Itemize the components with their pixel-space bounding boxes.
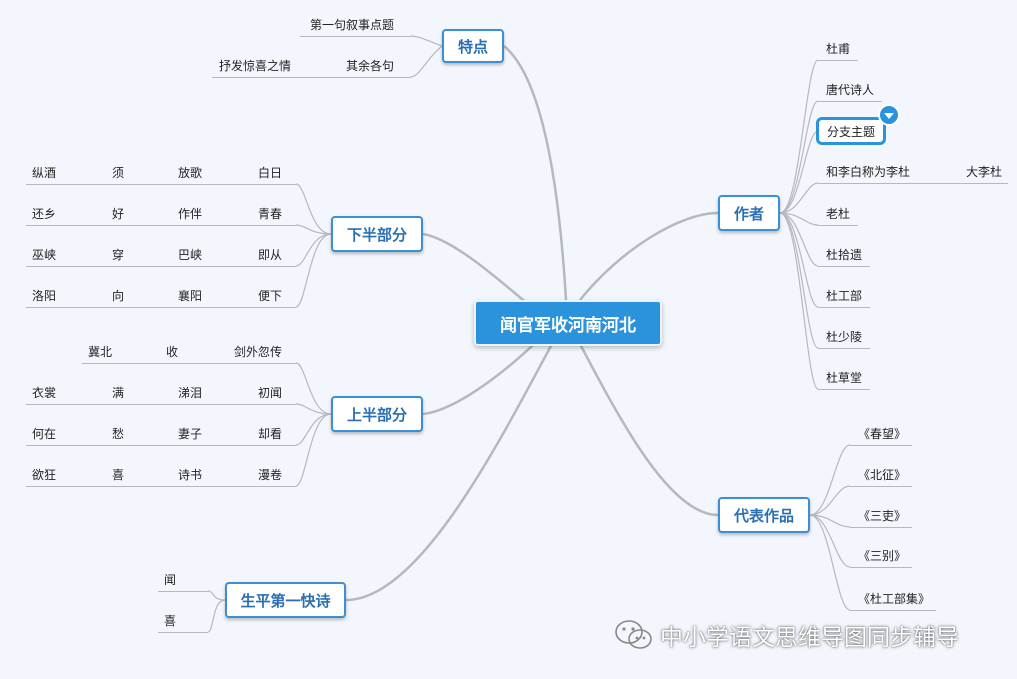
link-daibiao-4 xyxy=(809,514,851,611)
link-zuozhe-2 xyxy=(779,130,819,214)
leaf-xia-0-3[interactable]: 白日 xyxy=(258,166,283,180)
link-root-kuaishi xyxy=(345,343,554,602)
link-shangban-0 xyxy=(295,362,332,415)
link-root-daibiao xyxy=(578,343,719,517)
chevron-down-icon[interactable] xyxy=(878,104,900,126)
link-shangban-3 xyxy=(295,413,332,487)
leaf-xia-3-0[interactable]: 洛阳 xyxy=(32,289,57,303)
leaf-shang-1-1[interactable]: 满 xyxy=(112,386,125,400)
link-zuozhe-4 xyxy=(779,212,819,226)
leaf-xia-0-1[interactable]: 须 xyxy=(112,166,125,180)
branch-shangban[interactable]: 上半部分 xyxy=(331,396,423,432)
leaf-shang-3-3[interactable]: 漫卷 xyxy=(258,468,283,482)
leaf-shang-1-2[interactable]: 涕泪 xyxy=(178,386,203,400)
leaf-shang-0-1[interactable]: 收 xyxy=(166,345,179,359)
link-daibiao-1 xyxy=(809,485,851,516)
watermark: 中小学语文思维导图同步辅导 xyxy=(614,618,959,652)
leaf-kuaishi-wen[interactable]: 闻 xyxy=(164,573,177,587)
leaf-shang-1-3[interactable]: 初闻 xyxy=(258,386,283,400)
leaf-zuozhe-extra[interactable]: 大李杜 xyxy=(966,165,1003,179)
link-zuozhe-6 xyxy=(779,212,819,308)
link-daibiao-0 xyxy=(809,444,851,516)
leaf-zuozhe-3[interactable]: 和李白称为李杜 xyxy=(826,165,911,179)
branch-tedian[interactable]: 特点 xyxy=(442,29,504,63)
link-kuaishi-1 xyxy=(207,599,226,633)
leaf-xia-0-0[interactable]: 纵酒 xyxy=(32,166,57,180)
link-xiaban-2 xyxy=(295,233,332,267)
link-shangban-1 xyxy=(295,403,332,415)
leaf-zuozhe-4[interactable]: 老杜 xyxy=(826,207,851,221)
link-zuozhe-8 xyxy=(779,212,819,390)
branch-xiaban[interactable]: 下半部分 xyxy=(331,216,423,252)
branch-kuaishi[interactable]: 生平第一快诗 xyxy=(225,582,346,618)
leaf-xia-1-1[interactable]: 好 xyxy=(112,207,125,221)
leaf-shang-0-2[interactable]: 剑外忽传 xyxy=(234,345,283,359)
leaf-tedian-first[interactable]: 第一句叙事点题 xyxy=(310,18,395,32)
wechat-icon xyxy=(615,620,652,649)
leaf-tedian-rest-child[interactable]: 抒发惊喜之情 xyxy=(219,59,292,73)
leaf-xia-2-2[interactable]: 巴峡 xyxy=(178,248,203,262)
leaf-xia-3-1[interactable]: 向 xyxy=(112,289,125,303)
link-xiaban-1 xyxy=(295,224,332,235)
leaf-zuozhe-5[interactable]: 杜拾遗 xyxy=(826,248,863,262)
branch-zuozhe[interactable]: 作者 xyxy=(718,195,780,231)
leaf-shang-2-3[interactable]: 却看 xyxy=(258,427,283,441)
leaf-daibiao-2[interactable]: 《三吏》 xyxy=(858,509,907,523)
leaf-shang-3-2[interactable]: 诗书 xyxy=(178,468,203,482)
selected-subtopic[interactable]: 分支主题 xyxy=(816,117,886,145)
link-zuozhe-0 xyxy=(779,59,819,214)
leaf-daibiao-3[interactable]: 《三别》 xyxy=(858,549,907,563)
link-tedian-first xyxy=(409,35,443,47)
link-zuozhe-5 xyxy=(779,212,819,267)
leaf-xia-3-2[interactable]: 襄阳 xyxy=(178,289,203,303)
leaf-xia-2-0[interactable]: 巫峡 xyxy=(32,248,57,262)
leaf-shang-3-1[interactable]: 喜 xyxy=(112,468,125,482)
leaf-zuozhe-0[interactable]: 杜甫 xyxy=(826,42,851,56)
link-zuozhe-1 xyxy=(779,100,819,214)
leaf-kuaishi-xi[interactable]: 喜 xyxy=(164,614,177,628)
leaf-zuozhe-8[interactable]: 杜草堂 xyxy=(826,371,863,385)
leaf-xia-3-3[interactable]: 便下 xyxy=(258,289,283,303)
leaf-xia-1-0[interactable]: 还乡 xyxy=(32,207,57,221)
leaf-daibiao-1[interactable]: 《北征》 xyxy=(858,468,907,482)
link-xiaban-3 xyxy=(295,233,332,308)
leaf-shang-0-0[interactable]: 冀北 xyxy=(88,345,113,359)
leaf-shang-3-0[interactable]: 欲狂 xyxy=(32,468,57,482)
link-root-zuozhe xyxy=(579,211,719,301)
leaf-shang-2-1[interactable]: 愁 xyxy=(112,427,125,441)
leaf-daibiao-4[interactable]: 《杜工部集》 xyxy=(858,592,931,606)
link-shangban-2 xyxy=(295,413,332,446)
leaf-xia-2-1[interactable]: 穿 xyxy=(112,248,125,262)
leaf-shang-1-0[interactable]: 衣裳 xyxy=(32,386,57,400)
link-kuaishi-0 xyxy=(207,590,226,601)
branch-daibiao[interactable]: 代表作品 xyxy=(718,497,810,533)
link-zuozhe-3 xyxy=(779,182,819,214)
leaf-tedian-rest[interactable]: 其余各句 xyxy=(346,59,395,73)
link-zuozhe-7 xyxy=(779,212,819,349)
leaf-zuozhe-1[interactable]: 唐代诗人 xyxy=(826,83,875,97)
leaf-xia-0-2[interactable]: 放歌 xyxy=(178,166,203,180)
link-daibiao-3 xyxy=(809,514,851,568)
leaf-zuozhe-7[interactable]: 杜少陵 xyxy=(826,330,863,344)
leaf-shang-2-0[interactable]: 何在 xyxy=(32,427,57,441)
leaf-xia-2-3[interactable]: 即从 xyxy=(258,248,283,262)
leaf-xia-1-3[interactable]: 青春 xyxy=(258,207,283,221)
link-daibiao-2 xyxy=(809,514,851,528)
link-tedian-rest xyxy=(409,45,443,78)
link-xiaban-0 xyxy=(295,183,332,235)
leaf-shang-2-2[interactable]: 妻子 xyxy=(178,427,203,441)
link-root-tedian xyxy=(503,45,568,301)
leaf-zuozhe-6[interactable]: 杜工部 xyxy=(826,289,863,303)
central-topic[interactable]: 闻官军收河南河北 xyxy=(474,300,662,346)
leaf-daibiao-0[interactable]: 《春望》 xyxy=(858,427,907,441)
leaf-xia-1-2[interactable]: 作伴 xyxy=(178,207,203,221)
watermark-text: 中小学语文思维导图同步辅导 xyxy=(660,625,959,651)
